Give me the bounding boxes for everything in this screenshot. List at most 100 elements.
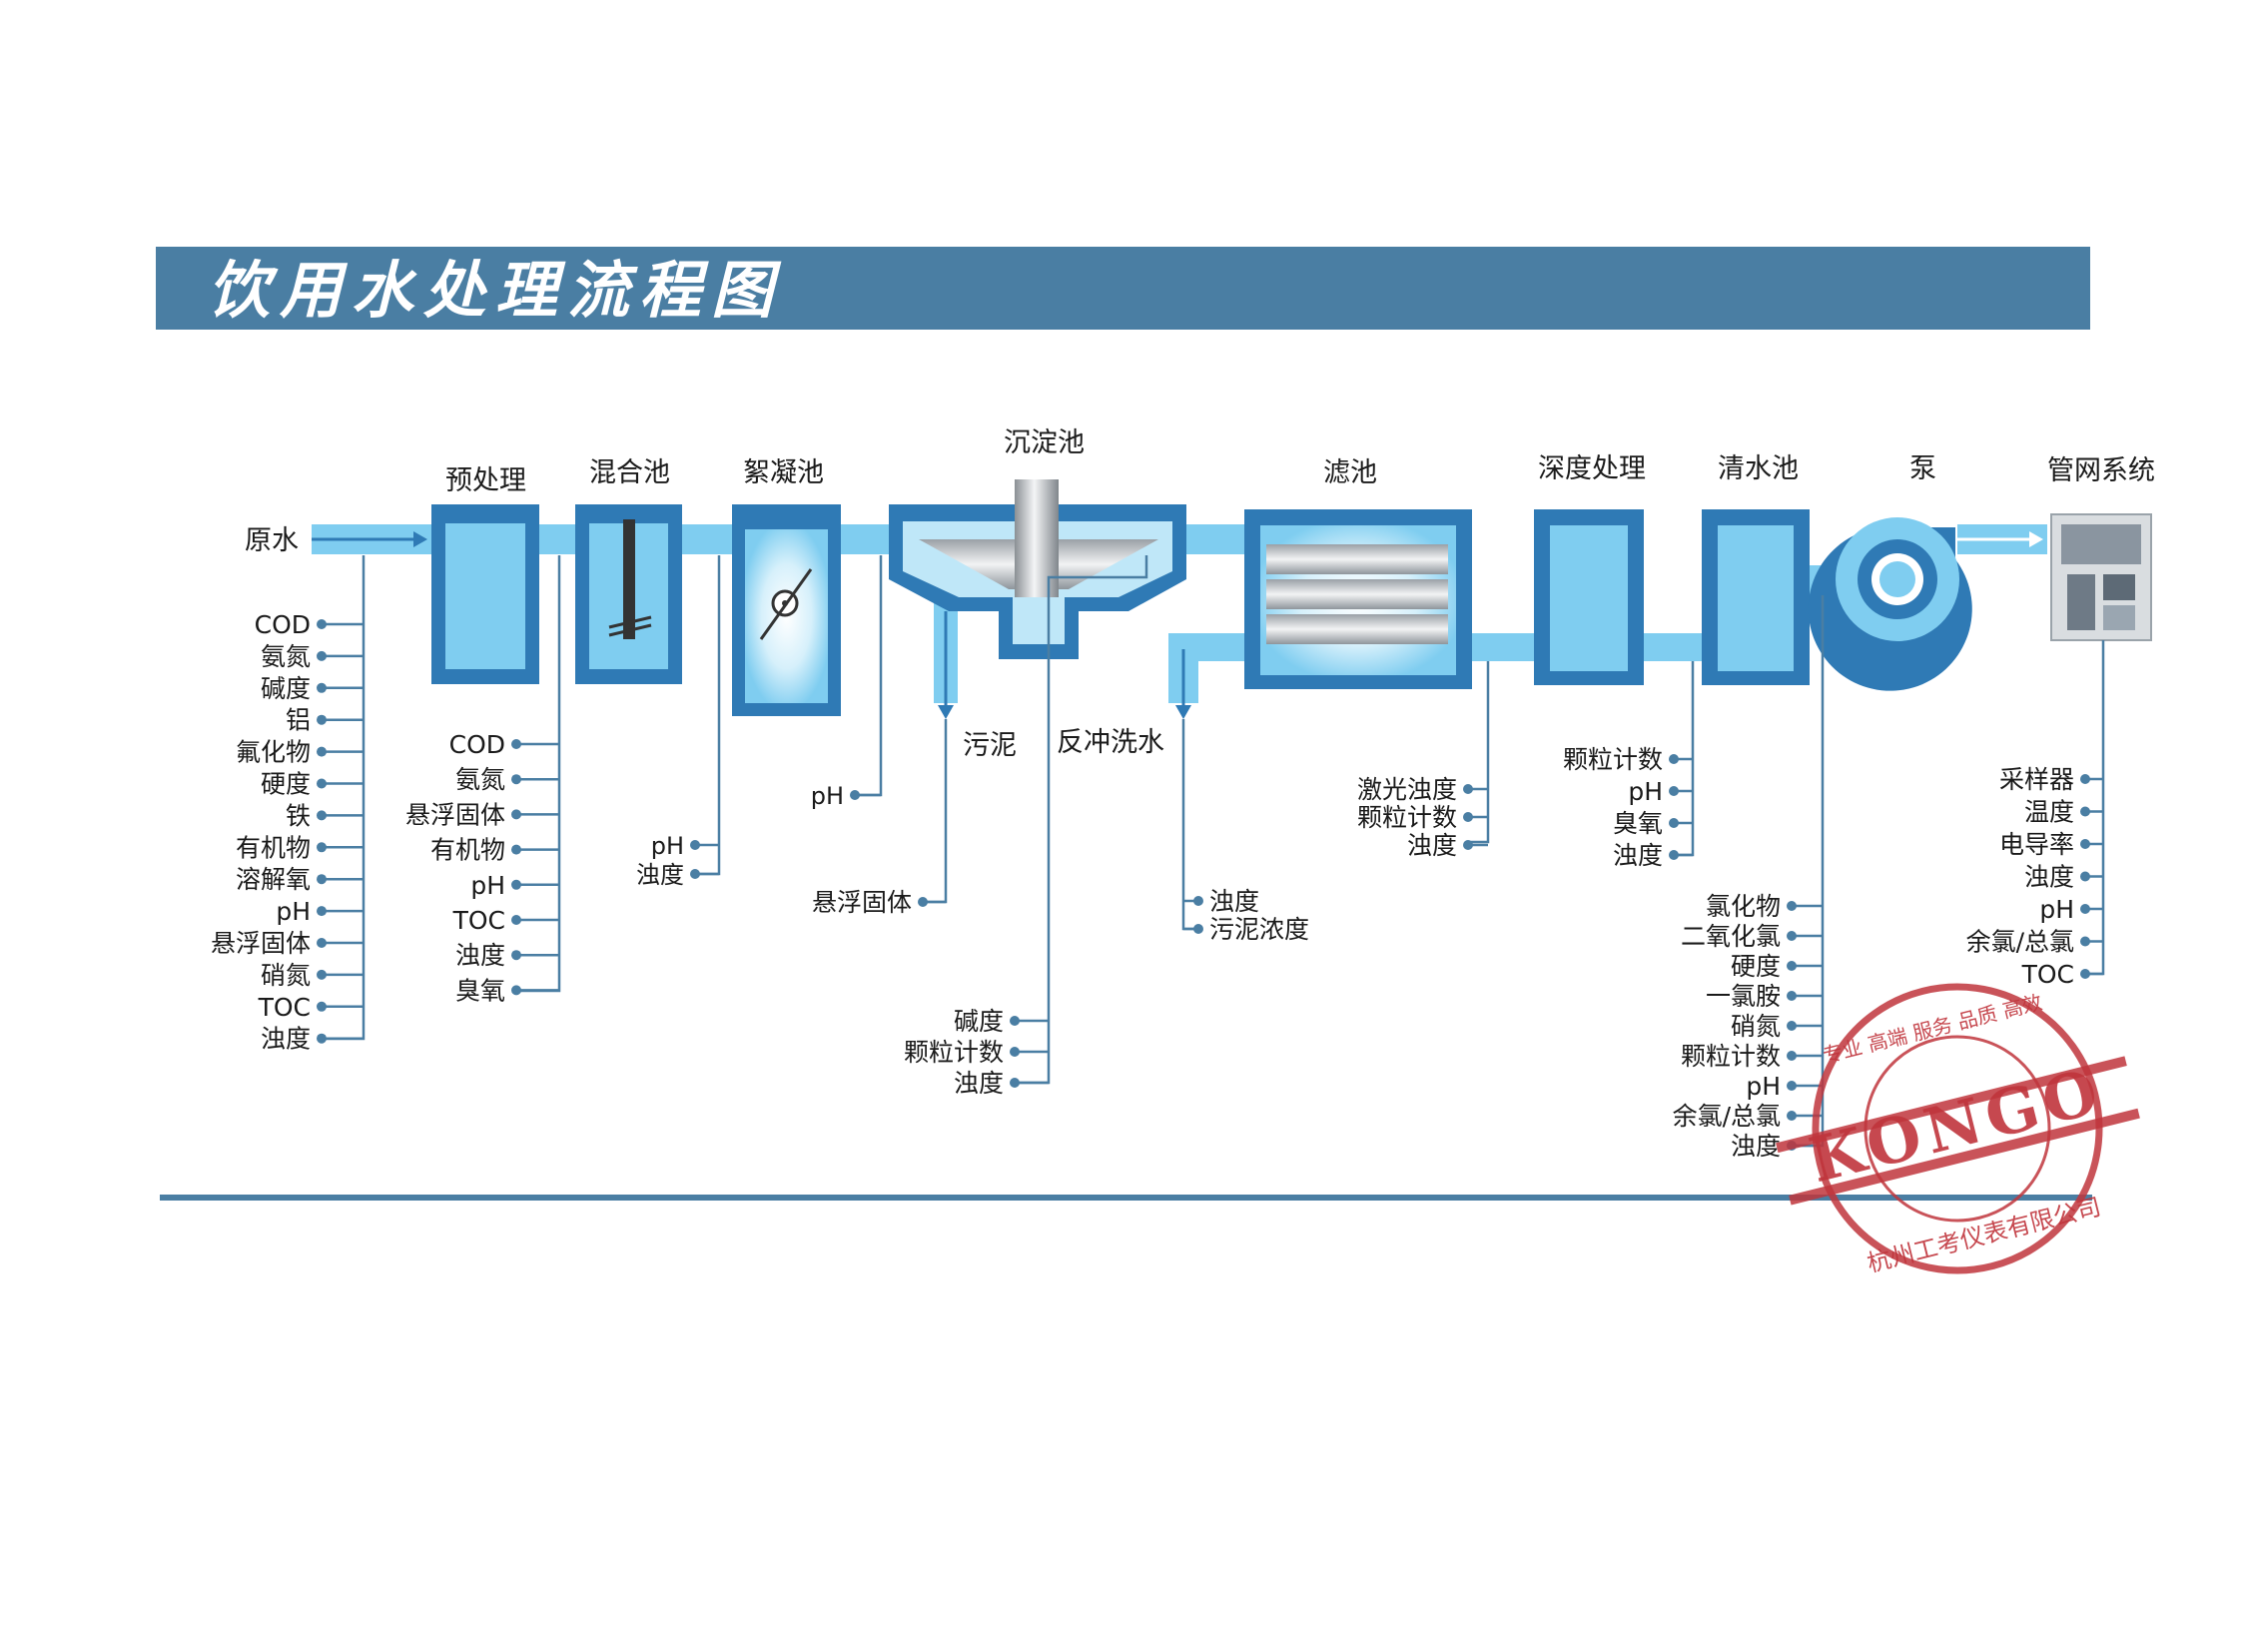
- param-dot: [317, 746, 327, 757]
- param-dot: [317, 650, 327, 661]
- param-label-raw: COD: [255, 610, 311, 639]
- company-seal-stamp: KONGO 专业 高端 服务 品质 高效 杭州工考仪表有限公司: [1776, 983, 2140, 1277]
- param-dot: [2080, 774, 2090, 784]
- stage-filter: 滤池: [1323, 457, 1377, 488]
- stage-pump: 泵: [1909, 453, 1936, 484]
- param-label-backwash: 污泥浓度: [1209, 915, 1309, 944]
- param-label-floc: 浊度: [636, 861, 684, 889]
- param-label-network: 电导率: [1999, 830, 2074, 859]
- param-dot: [317, 1001, 327, 1012]
- param-label-pre: 浊度: [455, 941, 505, 970]
- stage-clear-well: 清水池: [1718, 453, 1799, 484]
- parameter-lists: COD氨氮碱度铝氟化物硬度铁有机物溶解氧pH悬浮固体硝氮TOC浊度COD氨氮悬浮…: [211, 610, 2103, 1161]
- advanced-treatment-tank: [1534, 509, 1644, 685]
- param-label-advanced: 颗粒计数: [1563, 745, 1663, 774]
- param-dot: [918, 897, 928, 907]
- param-dot: [317, 682, 327, 693]
- param-label-clear_well: 一氯胺: [1706, 982, 1781, 1011]
- param-dot: [2080, 969, 2090, 979]
- clear-water-tank: [1702, 509, 1810, 685]
- param-label-raw: TOC: [258, 993, 311, 1022]
- param-label-sed_ph: pH: [811, 782, 844, 810]
- param-label-raw: 氟化物: [236, 738, 311, 767]
- param-label-sed_out: 碱度: [954, 1007, 1004, 1036]
- param-dot: [317, 1033, 327, 1044]
- param-label-clear_well: 氯化物: [1706, 892, 1781, 921]
- param-dot: [690, 869, 700, 879]
- param-dot: [2080, 936, 2090, 947]
- flocculation-tank: [732, 504, 841, 716]
- param-label-sludge: 悬浮固体: [812, 888, 912, 917]
- param-dot: [850, 790, 860, 800]
- param-dot: [317, 619, 327, 629]
- param-label-pre: TOC: [452, 906, 505, 935]
- stage-advanced: 深度处理: [1538, 453, 1646, 484]
- param-label-clear_well: 余氯/总氯: [1673, 1102, 1781, 1131]
- param-label-pre: COD: [449, 730, 505, 759]
- param-label-raw: pH: [276, 897, 311, 926]
- param-label-raw: 有机物: [236, 833, 311, 862]
- param-label-raw: 铝: [286, 706, 311, 735]
- sedimentation-tank: [889, 479, 1186, 659]
- param-dot: [1669, 754, 1679, 764]
- param-dot: [511, 844, 521, 855]
- param-label-raw: 氨氮: [261, 642, 311, 671]
- param-dot: [317, 969, 327, 980]
- param-dot: [1669, 818, 1679, 828]
- param-dot: [690, 840, 700, 850]
- stage-sludge: 污泥: [963, 730, 1017, 761]
- param-dot: [2080, 904, 2090, 914]
- param-dot: [511, 879, 521, 890]
- param-dot: [2080, 806, 2090, 817]
- param-dot: [1787, 1081, 1797, 1091]
- stamp-brand: KONGO: [1803, 1054, 2111, 1197]
- mixer-shaft-icon: [623, 519, 635, 639]
- param-label-advanced: 臭氧: [1613, 809, 1663, 838]
- param-dot: [511, 774, 521, 785]
- stage-mixing: 混合池: [589, 457, 670, 488]
- param-label-raw: 铁: [286, 801, 311, 830]
- param-label-sed_out: 颗粒计数: [904, 1038, 1004, 1067]
- param-dot: [1010, 1016, 1020, 1026]
- param-dot: [511, 739, 521, 749]
- param-label-pre: 臭氧: [455, 976, 505, 1005]
- param-label-filter: 激光浊度: [1357, 775, 1457, 804]
- param-dot: [1463, 784, 1473, 794]
- pump-outlet-arrow: [1957, 531, 2043, 547]
- param-label-network: 余氯/总氯: [1966, 928, 2074, 957]
- filter-tank: [1244, 509, 1472, 689]
- title-banner: 饮用水处理流程图: [156, 247, 2090, 330]
- param-label-clear_well: 颗粒计数: [1681, 1042, 1781, 1071]
- param-label-clear_well: 二氧化氯: [1681, 922, 1781, 951]
- param-label-pre: 氨氮: [455, 765, 505, 794]
- param-dot: [1010, 1047, 1020, 1057]
- bottom-rule: [160, 1195, 2092, 1201]
- param-dot: [511, 915, 521, 925]
- stage-pretreatment: 预处理: [445, 465, 526, 496]
- param-dot: [317, 842, 327, 853]
- param-label-clear_well: 硬度: [1731, 952, 1781, 981]
- param-label-pre: 有机物: [430, 836, 505, 865]
- param-label-raw: 浊度: [261, 1025, 311, 1054]
- param-dot: [317, 714, 327, 725]
- stage-raw-water: 原水: [245, 525, 299, 556]
- param-label-backwash: 浊度: [1209, 887, 1259, 916]
- param-dot: [1787, 1051, 1797, 1061]
- param-label-pre: 悬浮固体: [405, 800, 505, 829]
- param-dot: [1787, 931, 1797, 941]
- param-label-clear_well: pH: [1746, 1072, 1781, 1101]
- param-label-sed_out: 浊度: [954, 1069, 1004, 1098]
- param-label-clear_well: 硝氮: [1731, 1012, 1781, 1041]
- param-label-raw: 硝氮: [261, 961, 311, 990]
- pipe-network-photo: [2050, 513, 2152, 641]
- param-dot: [1787, 991, 1797, 1001]
- param-dot: [1193, 896, 1203, 906]
- param-dot: [1669, 786, 1679, 796]
- param-dot: [1787, 961, 1797, 971]
- param-dot: [1010, 1078, 1020, 1088]
- param-dot: [511, 950, 521, 961]
- stage-backwash: 反冲洗水: [1057, 727, 1164, 758]
- sludge-arrow: [938, 611, 954, 719]
- param-label-filter: 浊度: [1407, 831, 1457, 860]
